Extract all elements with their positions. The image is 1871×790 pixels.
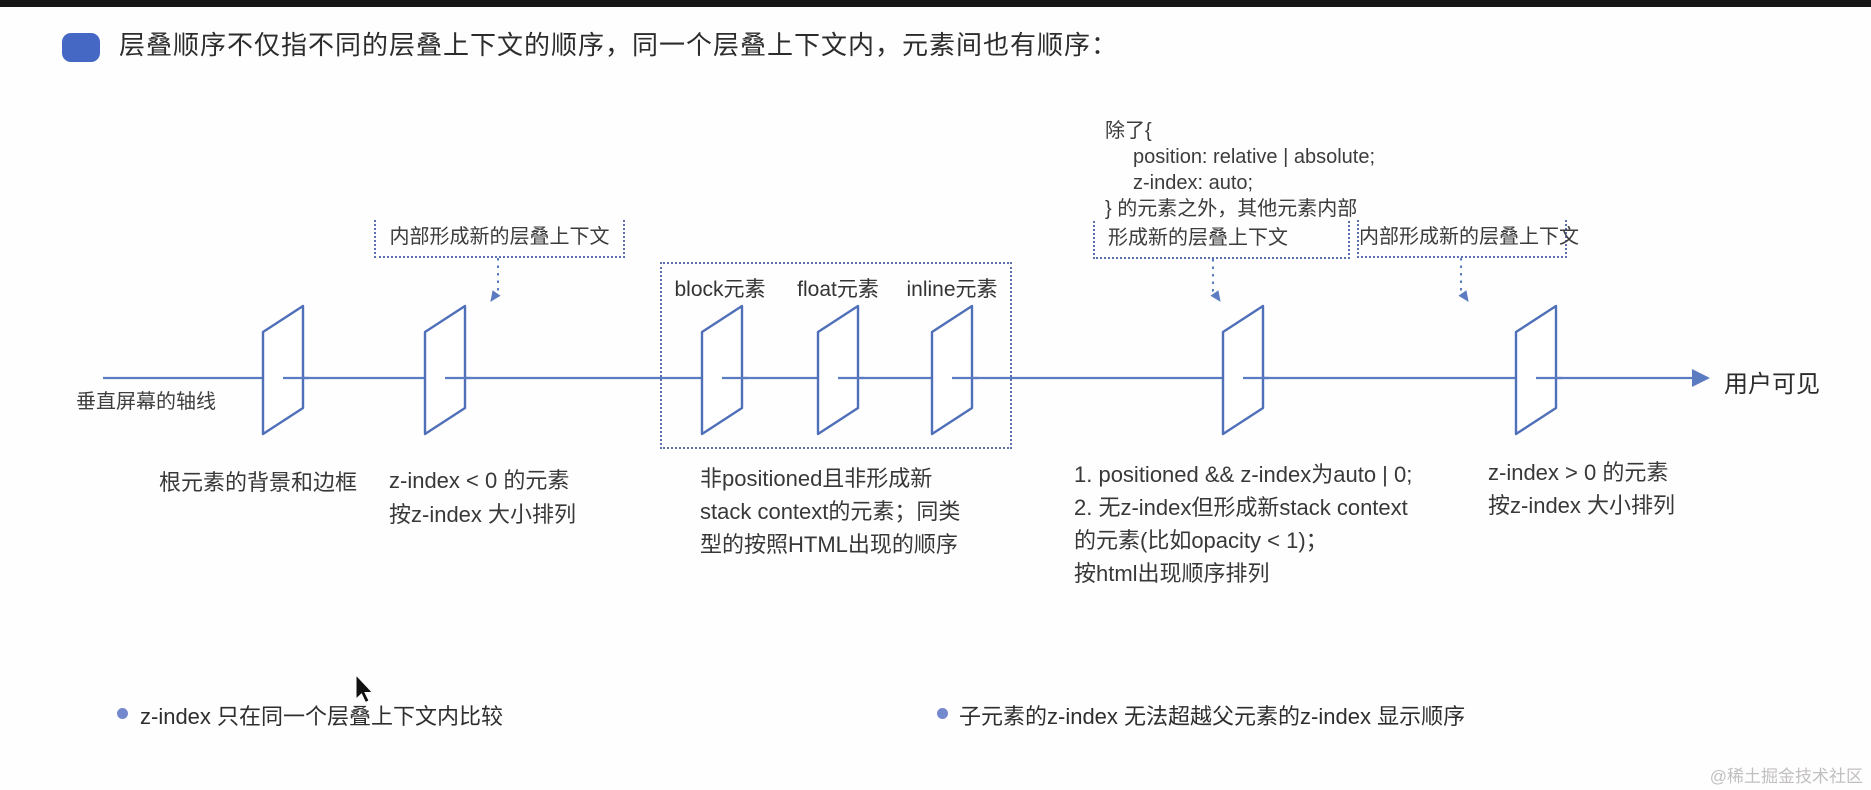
caption-line: 2. 无z-index但形成新stack context [1074,495,1408,520]
watermark: @稀土掘金技术社区 [1709,767,1863,786]
caption-line: z-index > 0 的元素 [1488,460,1669,485]
axis-label-user-visible: 用户可见 [1724,371,1820,398]
caption-zindex-positive: z-index > 0 的元素 按z-index 大小排列 [1488,456,1675,522]
title-bullet-icon [62,33,100,62]
label-float-element: float元素 [797,278,879,301]
connector-code-callout [1210,259,1221,302]
code-line: } 的元素之外，其他元素内部 [1105,198,1358,220]
caption-line: 非positioned且非形成新 [700,466,933,491]
bullet-dot-icon [117,708,128,719]
connector-right-callout [1458,258,1469,302]
caption-line: 按z-index 大小排列 [389,502,577,527]
caption-non-positioned: 非positioned且非形成新 stack context的元素；同类 型的按… [700,462,960,561]
callout-box-new-context-code: 形成新的层叠上下文 [1093,221,1350,259]
caption-line: 按html出现顺序排列 [1074,561,1270,586]
connector-left-callout [490,258,501,302]
note-zindex-same-context: z-index 只在同一个层叠上下文内比较 [140,704,504,729]
pane-zindex-auto [1221,304,1265,436]
axis-label-vertical-screen: 垂直屏幕的轴线 [76,391,216,413]
caption-zindex-negative: z-index < 0 的元素 按z-index 大小排列 [389,464,576,532]
bullet-dot-icon [937,708,948,719]
caption-line: 1. positioned && z-index为auto | 0; [1074,462,1413,487]
code-line: z-index: auto; [1133,172,1254,194]
non-positioned-group-box [660,262,1012,449]
page-title: 层叠顺序不仅指不同的层叠上下文的顺序，同一个层叠上下文内，元素间也有顺序： [119,30,1119,60]
axis-arrowhead-icon [1692,369,1710,387]
caption-line: 按z-index 大小排列 [1488,493,1676,518]
pane-root-element [261,304,305,436]
code-line: 除了{ [1105,120,1152,142]
callout-box-new-context-right: 内部形成新的层叠上下文 [1357,220,1579,258]
caption-line: z-index < 0 的元素 [389,468,570,493]
pane-zindex-negative [423,304,467,436]
label-block-element: block元素 [674,278,766,301]
caption-line: 型的按照HTML出现的顺序 [700,532,958,557]
code-callout: 除了{ position: relative | absolute; z-ind… [1105,118,1375,222]
label-inline-element: inline元素 [906,278,998,301]
pane-zindex-positive [1514,304,1558,436]
letterbox-top-bar [0,0,1871,7]
caption-line: 的元素(比如opacity < 1)； [1074,528,1328,553]
caption-line: stack context的元素；同类 [700,499,961,524]
note-child-zindex-limit: 子元素的z-index 无法超越父元素的z-index 显示顺序 [959,704,1466,729]
caption-root-element: 根元素的背景和边框 [158,470,357,495]
code-line: position: relative | absolute; [1133,146,1376,168]
callout-box-new-context-left: 内部形成新的层叠上下文 [374,220,625,258]
caption-positioned-auto: 1. positioned && z-index为auto | 0; 2. 无z… [1074,458,1412,590]
